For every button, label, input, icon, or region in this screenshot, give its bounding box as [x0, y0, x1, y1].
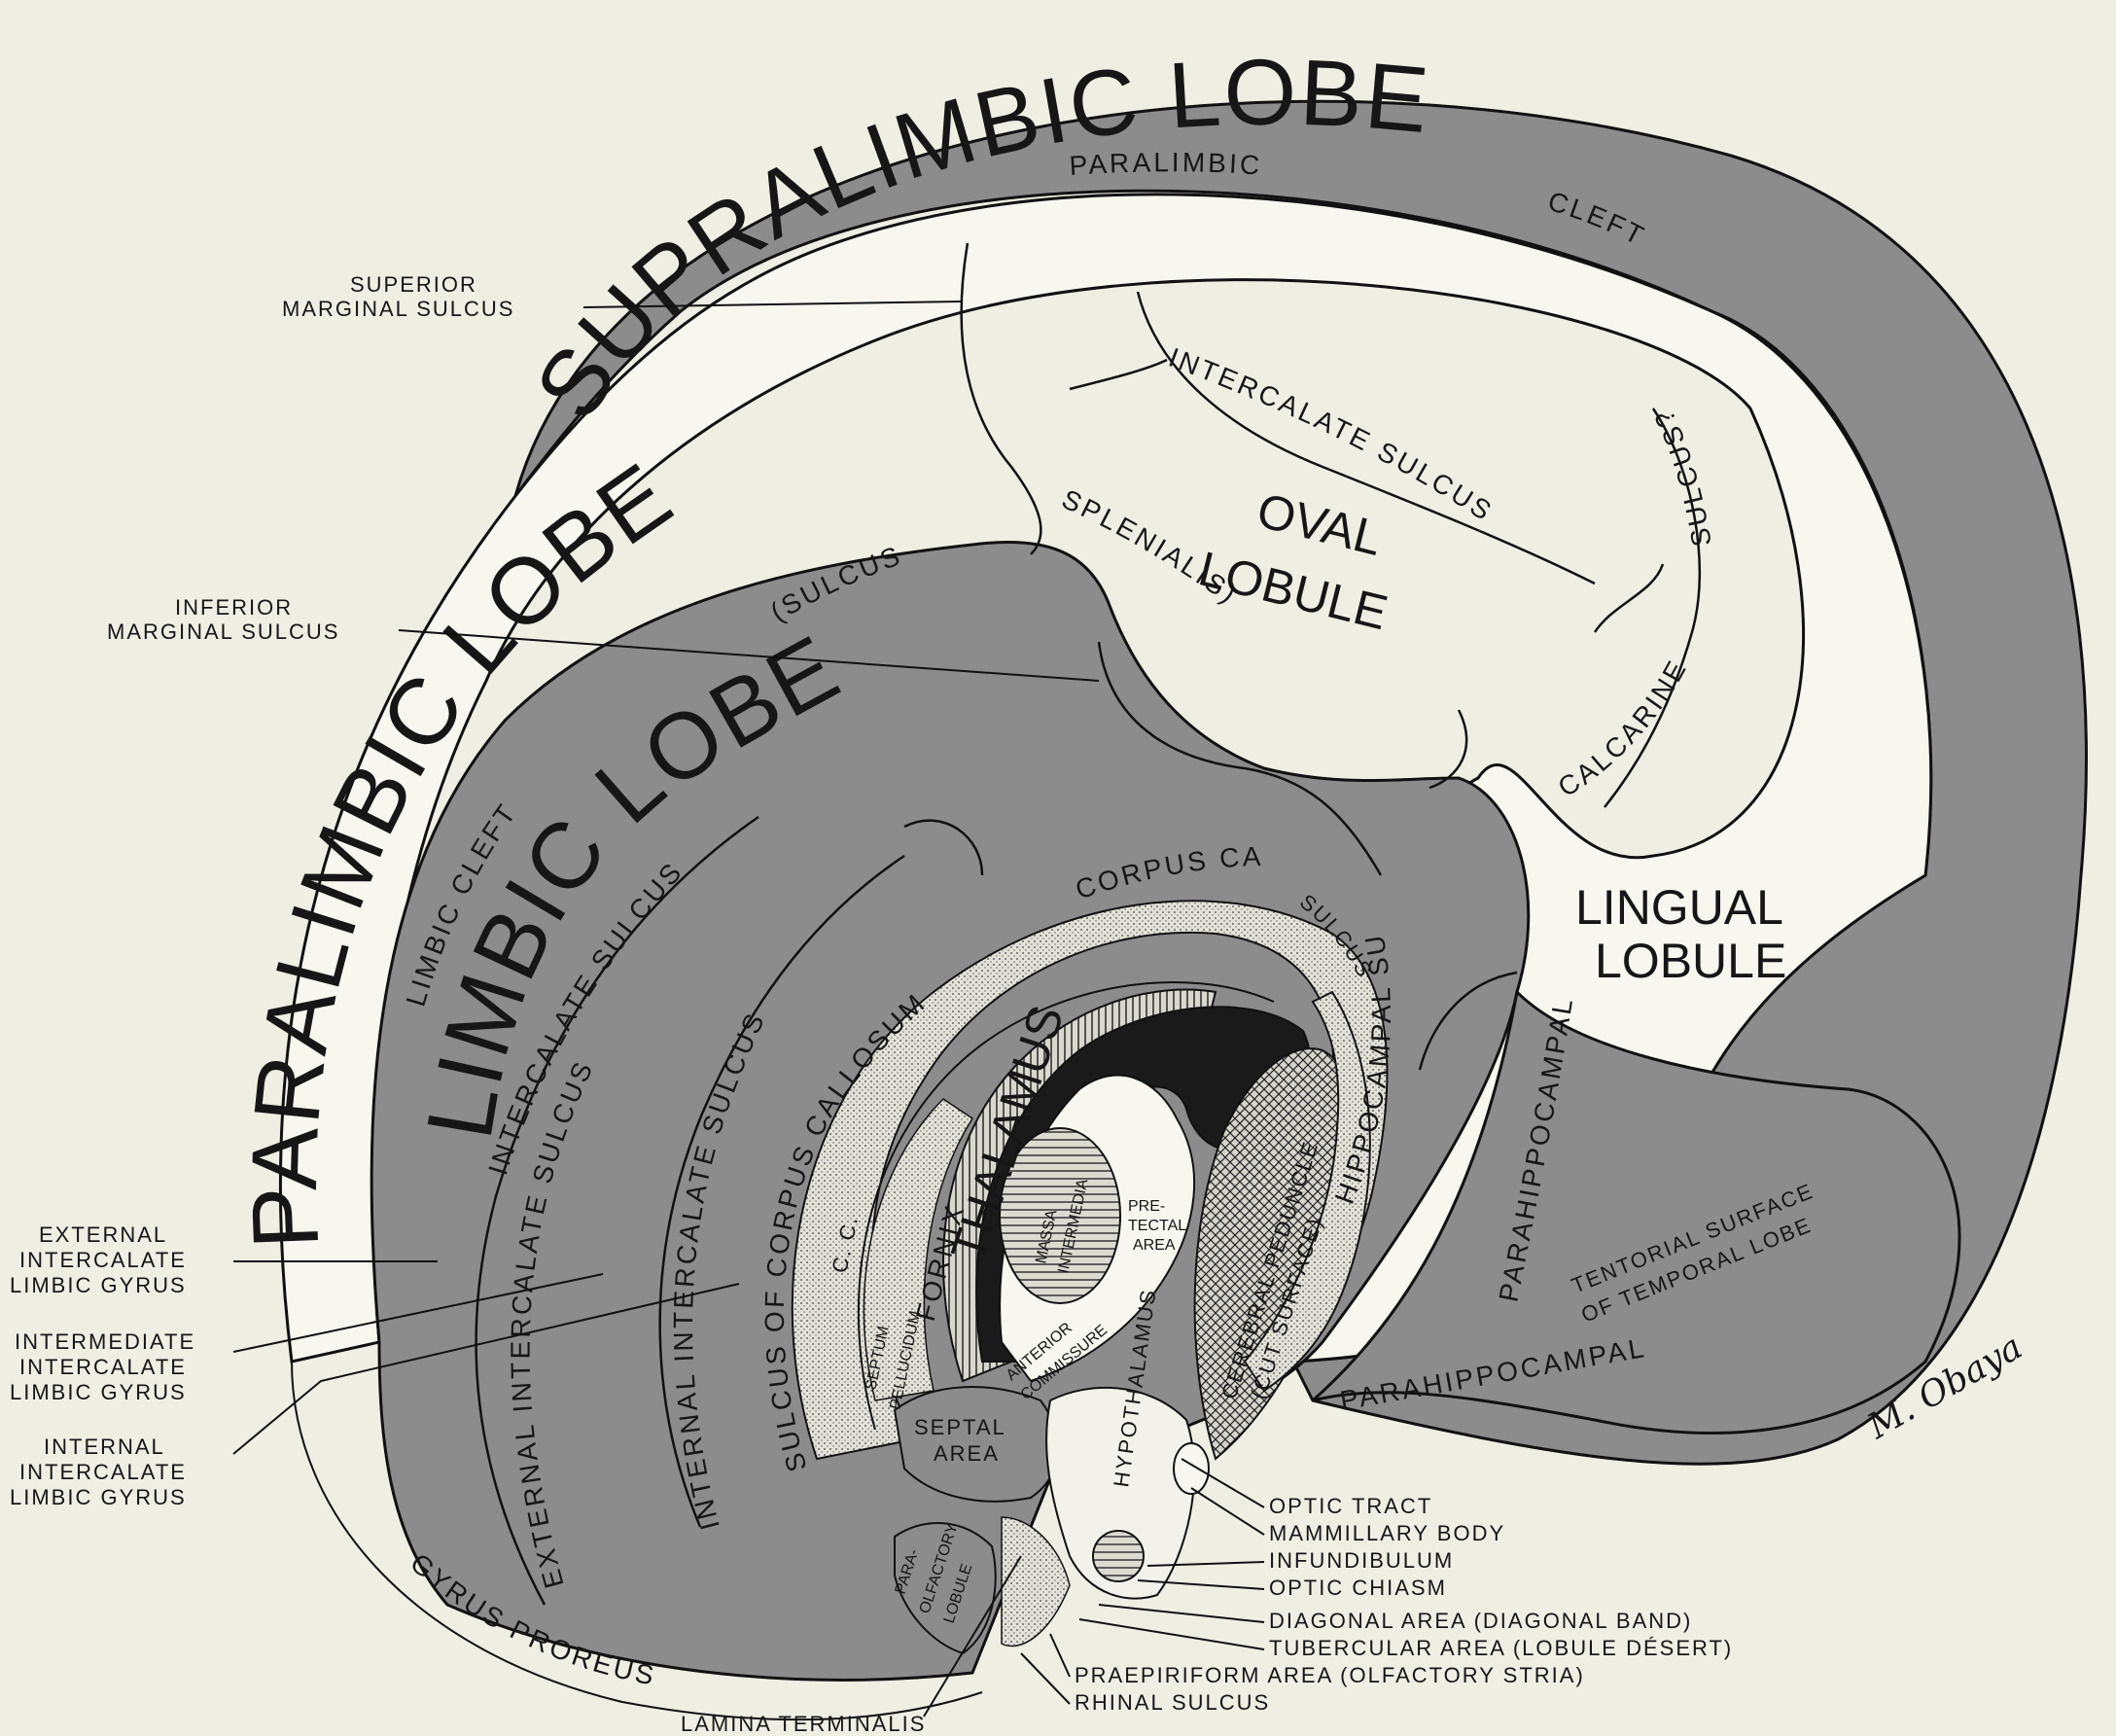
- brain-outline: [291, 1361, 983, 1721]
- hypothalamus-area: [1001, 1386, 1210, 1647]
- mammillary-body-label: MAMMILLARY BODY: [1269, 1521, 1505, 1545]
- intermediate-gyrus-label-3: LIMBIC GYRUS: [10, 1380, 187, 1404]
- tubercular-area-label: TUBERCULAR AREA (LOBULE DÉSERT): [1269, 1636, 1733, 1660]
- inferior-marginal-sulcus-label: MARGINAL SULCUS: [107, 620, 339, 644]
- optic-chiasm-label: OPTIC CHIASM: [1269, 1576, 1447, 1600]
- intermediate-gyrus-label-1: INTERMEDIATE: [15, 1329, 195, 1354]
- external-gyrus-label-2: INTERCALATE: [19, 1248, 187, 1272]
- lingual-lobule-label: LOBULE: [1595, 934, 1786, 988]
- superior-marginal-sulcus-label: MARGINAL SULCUS: [282, 297, 514, 321]
- pretectal-label-1: PRE-: [1128, 1198, 1165, 1215]
- lingual-label: LINGUAL: [1575, 880, 1783, 935]
- pretectal-label-2: TECTAL: [1128, 1218, 1186, 1234]
- calcarine-label: CALCARINE: [1553, 654, 1693, 802]
- praepiriform-area-label: PRAEPIRIFORM AREA (OLFACTORY STRIA): [1075, 1663, 1585, 1687]
- external-gyrus-label-1: EXTERNAL: [39, 1222, 167, 1247]
- internal-gyrus-label-2: INTERCALATE: [19, 1460, 187, 1484]
- hippocampal-band: [1243, 990, 1371, 1393]
- sulcus-lines: [475, 242, 1702, 1606]
- infundibulum-label: INFUNDIBULUM: [1269, 1548, 1454, 1573]
- massa-intermedia: [999, 1127, 1121, 1304]
- internal-gyrus-label-1: INTERNAL: [44, 1435, 165, 1459]
- septal-label: SEPTAL: [914, 1415, 1006, 1439]
- lamina-terminalis-label: LAMINA TERMINALIS: [681, 1712, 926, 1736]
- internal-gyrus-label-3: LIMBIC GYRUS: [10, 1485, 187, 1509]
- inferior-label: INFERIOR: [175, 595, 293, 620]
- superior-label: SUPERIOR: [350, 272, 477, 297]
- diagonal-area-label: DIAGONAL AREA (DIAGONAL BAND): [1269, 1609, 1692, 1633]
- intermediate-gyrus-label-2: INTERCALATE: [19, 1355, 187, 1379]
- tentorial-surface-area: [1312, 988, 1961, 1435]
- septal-area-label: AREA: [934, 1441, 1000, 1466]
- septum-pellucidum: [863, 1098, 974, 1401]
- calcarine-sulcus-label: SULCUS?: [1647, 403, 1717, 549]
- parolfactory-lobule: [894, 1522, 997, 1655]
- paralimbic-cleft-label: PARALIMBIC: [1069, 147, 1264, 181]
- bottom-labels: [923, 1458, 1265, 1718]
- left-labels: SUPERIOR MARGINAL SULCUS INFERIOR MARGIN…: [10, 272, 1100, 1509]
- optic-tract-label: OPTIC TRACT: [1269, 1494, 1432, 1518]
- oval-label: OVAL: [1252, 482, 1387, 566]
- rhinal-sulcus-label: RHINAL SULCUS: [1075, 1690, 1270, 1715]
- external-gyrus-label-3: LIMBIC GYRUS: [10, 1273, 187, 1297]
- pretectal-label-3: AREA: [1133, 1237, 1176, 1254]
